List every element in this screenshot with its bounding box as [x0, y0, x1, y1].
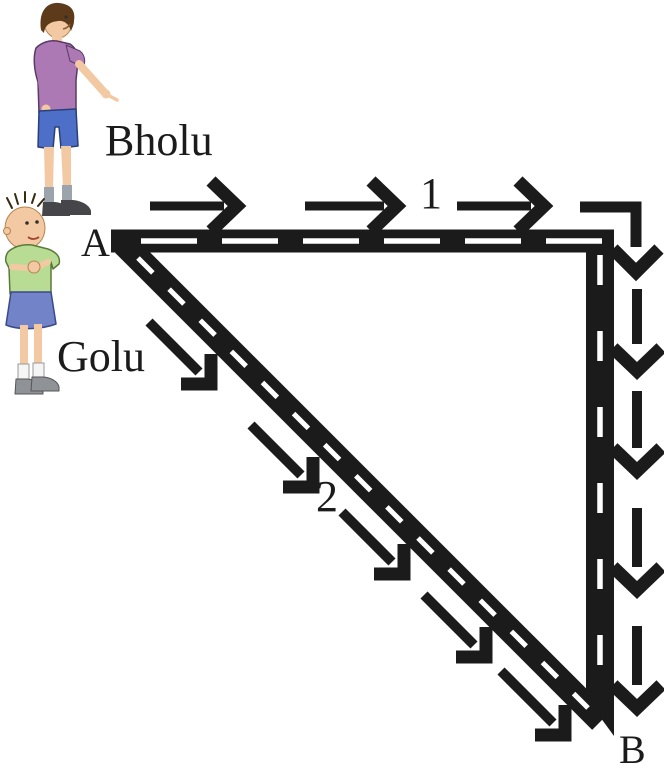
path2-number-label: 2	[316, 472, 338, 521]
golu-name-label: Golu	[57, 332, 145, 381]
arrow-diag-2	[247, 421, 320, 494]
arrow-down-1	[608, 289, 664, 381]
golu-ear	[3, 227, 11, 235]
bholu-pointing-finger	[104, 92, 119, 102]
bholu-forearm	[75, 60, 108, 96]
bholu-name-label: Bholu	[105, 116, 213, 165]
path1-number-label: 1	[420, 169, 442, 218]
point-b-label: B	[619, 727, 646, 769]
arrow-down-4	[608, 626, 664, 718]
golu-left-forearm	[9, 264, 33, 271]
dash-hypotenuse-road	[136, 256, 590, 710]
bholu-left-sock	[44, 187, 54, 204]
golu-hair	[6, 191, 45, 209]
arrow-right-2	[305, 176, 407, 236]
bholu-shorts	[37, 108, 79, 150]
golu-right-eye	[35, 220, 39, 224]
bholu-hair	[40, 2, 75, 33]
golu-face	[4, 206, 46, 250]
bholu-figure	[33, 2, 119, 216]
bholu-right-sock	[62, 185, 72, 202]
bholu-eye	[64, 15, 68, 19]
golu-left-eye	[25, 221, 29, 225]
bholu-mouth	[62, 23, 71, 30]
arrow-down-2	[608, 391, 664, 481]
golu-clasped-hands	[27, 260, 41, 274]
roads	[111, 229, 614, 730]
road-junction-tip	[584, 695, 614, 736]
arrow-diag-3	[338, 508, 411, 581]
golu-figure	[3, 191, 61, 395]
golu-skirt	[5, 291, 57, 330]
bholu-right-shoe	[61, 200, 91, 215]
path2-arrows	[145, 318, 572, 742]
arrow-diag-1	[145, 318, 218, 391]
golu-mouth	[27, 236, 40, 240]
arrow-right-3	[457, 176, 554, 236]
bholu-left-leg	[44, 147, 54, 189]
bholu-right-leg	[61, 146, 71, 187]
arrow-diag-4	[420, 591, 493, 664]
golu-right-shoe	[30, 376, 60, 392]
bholu-left-arm	[35, 53, 50, 108]
path1-arrows	[150, 176, 664, 718]
arrow-elbow-corner	[580, 201, 664, 282]
bholu-neck	[52, 34, 62, 43]
golu-left-sock	[17, 363, 30, 381]
point-a-label: A	[81, 220, 110, 265]
arrow-diag-5	[497, 667, 572, 742]
arrow-right-1	[150, 176, 247, 236]
arrow-down-3	[608, 508, 664, 600]
golu-right-leg	[34, 324, 42, 364]
golu-left-leg	[20, 325, 28, 365]
road-dashes	[136, 238, 606, 710]
